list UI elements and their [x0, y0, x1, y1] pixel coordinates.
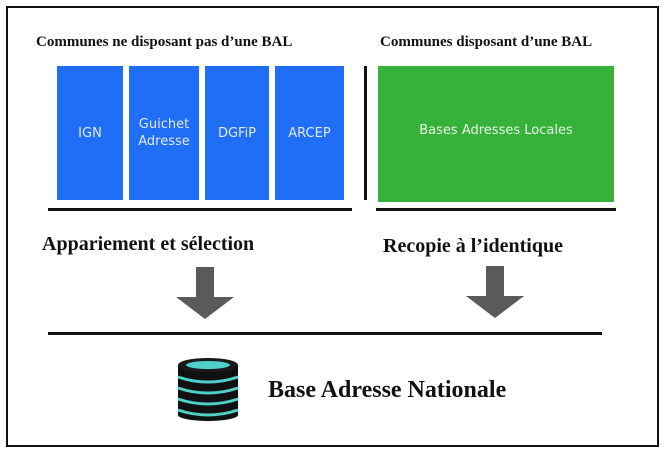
result-title: Base Adresse Nationale	[268, 377, 507, 403]
source-guichet-adresse: Guichet Adresse	[129, 66, 199, 200]
header-with-bal: Communes disposant d’une BAL	[380, 34, 593, 50]
step-matching-selection: Appariement et sélection	[42, 233, 255, 255]
source-guichet-line2: Adresse	[138, 134, 190, 149]
arrow-down-left-icon	[176, 267, 234, 319]
database-icon	[177, 358, 239, 421]
source-bal: Bases Adresses Locales	[378, 66, 614, 202]
bottom-rule	[48, 332, 602, 335]
source-ign-label: IGN	[78, 125, 102, 141]
arrow-down-right-icon	[466, 266, 524, 318]
source-dgfip-label: DGFiP	[217, 125, 257, 141]
column-divider	[364, 66, 367, 200]
right-underline	[376, 208, 616, 211]
source-dgfip: DGFiP	[205, 66, 269, 200]
source-arcep: ARCEP	[275, 66, 344, 200]
step-identical-copy: Recopie à l’identique	[383, 235, 563, 257]
source-ign: IGN	[57, 66, 123, 200]
source-guichet-line1: Guichet	[138, 117, 190, 132]
left-underline	[48, 208, 352, 211]
source-guichet-label: Guichet Adresse	[138, 116, 190, 150]
header-without-bal: Communes ne disposant pas d’une BAL	[36, 34, 293, 50]
source-arcep-label: ARCEP	[288, 125, 331, 141]
source-bal-label: Bases Adresses Locales	[419, 123, 573, 138]
